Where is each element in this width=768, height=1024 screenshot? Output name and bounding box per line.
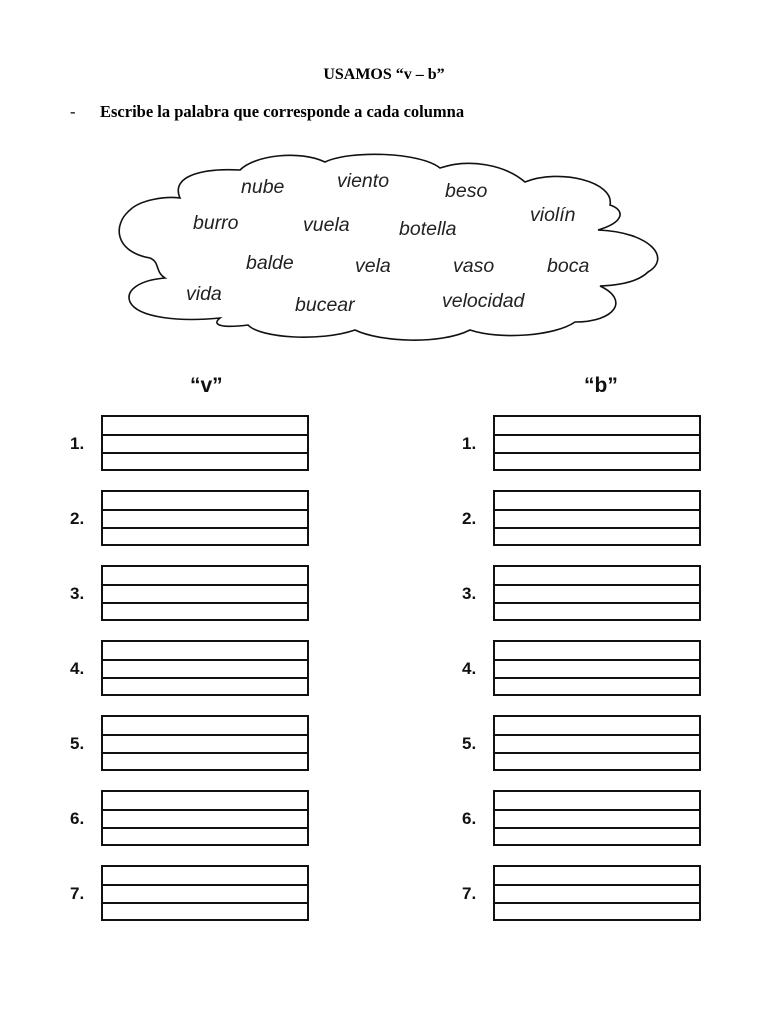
word-bank-item: nube [241,176,285,198]
page-title: USAMOS “v – b” [323,66,445,83]
answer-box[interactable] [101,865,309,921]
row-number: 5. [462,734,477,753]
row-number: 3. [462,584,477,603]
word-bank-item: botella [399,218,457,240]
row-number: 6. [70,809,85,828]
row-number: 7. [462,884,477,903]
row-number: 1. [70,434,85,453]
answer-box[interactable] [493,790,701,846]
word-bank-item: vaso [453,255,495,277]
row-number: 4. [462,659,477,678]
answer-box[interactable] [101,490,309,546]
word-bank-item: vela [355,255,391,277]
word-bank-item: burro [193,212,239,234]
row-number: 2. [462,509,477,528]
answer-box[interactable] [493,640,701,696]
word-bank-item: velocidad [442,290,525,312]
word-bank-item: vida [186,283,222,305]
answer-box[interactable] [493,565,701,621]
word-bank-item: boca [547,255,590,277]
column-heading-v: “v” [190,374,223,397]
answer-box[interactable] [101,715,309,771]
word-bank-item: vuela [303,214,350,236]
row-number: 5. [70,734,85,753]
instruction: - Escribe la palabra que corresponde a ca… [70,102,464,122]
word-bank-item: violín [530,204,576,226]
column-heading-b: “b” [584,374,618,397]
answer-box[interactable] [101,790,309,846]
word-cloud [118,153,659,341]
row-number: 1. [462,434,477,453]
word-bank-item: bucear [295,294,355,316]
row-number: 7. [70,884,85,903]
word-bank-item: balde [246,252,294,274]
cloud-outline [118,153,659,341]
row-number: 4. [70,659,85,678]
answer-box[interactable] [493,865,701,921]
instruction-text: Escribe la palabra que corresponde a cad… [100,102,465,121]
answer-box[interactable] [101,565,309,621]
answer-box[interactable] [101,415,309,471]
row-number: 2. [70,509,85,528]
row-number: 6. [462,809,477,828]
answer-box[interactable] [493,415,701,471]
answer-box[interactable] [493,715,701,771]
instruction-bullet: - [70,102,76,121]
answer-box[interactable] [101,640,309,696]
answer-box[interactable] [493,490,701,546]
word-bank-item: beso [445,180,488,202]
word-bank-item: viento [337,170,390,192]
row-number: 3. [70,584,85,603]
